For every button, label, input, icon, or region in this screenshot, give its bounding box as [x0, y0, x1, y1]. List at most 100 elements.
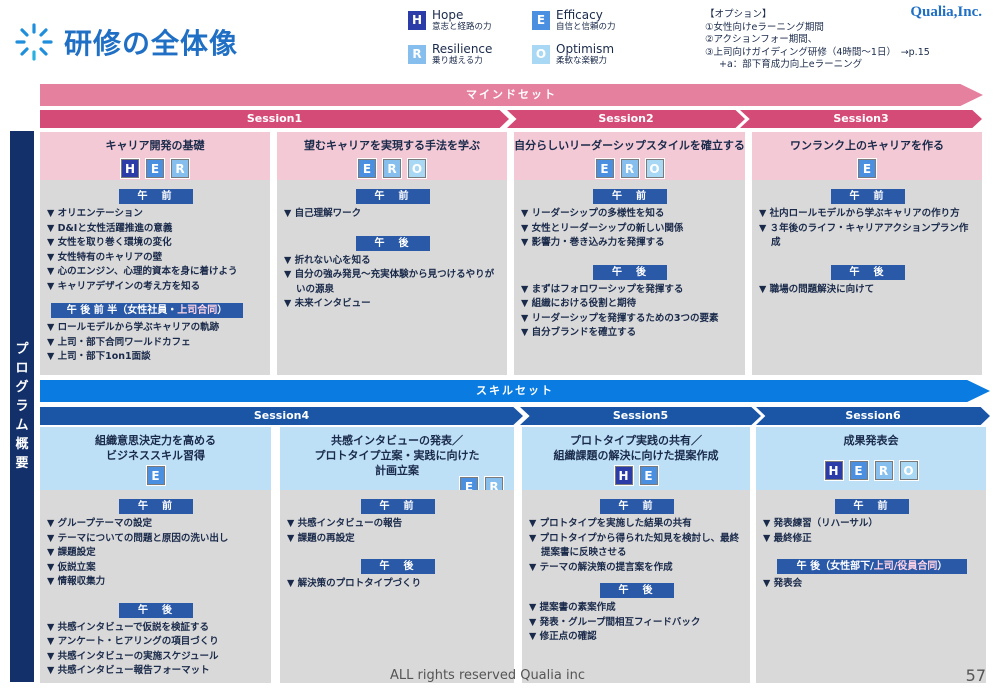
- card-head: 共感インタビューの発表／ プロトタイプ立案・実践に向けた 計画立案 E R: [280, 427, 514, 497]
- session1-arrow: Session1: [40, 110, 509, 128]
- card-head: 自分らしいリーダーシップスタイルを確立する E R O: [514, 132, 745, 180]
- list-item: 共感インタビュー報告フォーマット: [47, 664, 265, 679]
- card-body: 午 前 リーダーシップの多様性を知る 女性とリーダーシップの新しい関係 影響力・…: [514, 180, 745, 375]
- legend-resilience-en: Resilience: [432, 42, 493, 56]
- list-item: 社内ロールモデルから学ぶキャリアの作り方: [759, 207, 976, 222]
- list-item: ロールモデルから学ぶキャリアの軌跡: [47, 321, 264, 336]
- list-item: 発表練習（リハーサル）: [763, 517, 980, 532]
- list-item: テーマの解決策の提言案を作成: [529, 561, 744, 576]
- card-tags: E: [40, 465, 271, 486]
- session6-arrow: Session6: [756, 407, 990, 425]
- legend-optimism-box: O: [532, 45, 550, 64]
- side-char: 要: [15, 456, 29, 471]
- legend-hope-en: Hope: [432, 8, 464, 22]
- card-head: 望むキャリアを実現する手法を学ぶ E R O: [277, 132, 507, 180]
- section-morning: 午 前: [118, 189, 193, 204]
- options-note: 【オプション】 ①女性向けeラーニング期間 ②アクションフォー期間、 ③上司向け…: [705, 9, 930, 72]
- card-tags: E: [752, 158, 982, 179]
- options-line: ③上司向けガイディング研修（4時間～1日） →p.15: [705, 46, 930, 58]
- legend-efficacy-box: E: [532, 11, 550, 30]
- section-afternoon: 午 後: [593, 264, 667, 280]
- side-char: ム: [15, 418, 29, 433]
- list-item: 仮説立案: [47, 561, 265, 576]
- list-item: 提案書の素案作成: [529, 601, 744, 616]
- tag-optimism: O: [407, 158, 427, 179]
- card-tags: H E R O: [756, 460, 986, 481]
- card-tags: H E: [522, 465, 750, 486]
- card-body: 午 前 自己理解ワーク 午 後 折れない心を知る 自分の強み発見～充実体験から見…: [277, 180, 507, 375]
- tag-efficacy: E: [145, 465, 166, 486]
- section-morning: 午 前: [593, 189, 667, 204]
- tag-hope: H: [120, 158, 140, 179]
- list-item: 折れない心を知る: [284, 254, 501, 269]
- list-item: 組織における役割と期待: [521, 297, 739, 312]
- section-label-highlight: 上司合同: [177, 305, 218, 316]
- list-item: プロトタイプから得られた知見を検討し、最終提案書に反映させる: [529, 532, 744, 561]
- list-item: 職場の問題解決に向けて: [759, 283, 976, 298]
- section-morning: 午 前: [355, 189, 430, 204]
- session5-arrow: Session5: [520, 407, 761, 425]
- mindset-card-1: キャリア開発の基礎 H E R 午 前 オリエンテーション D&Iと女性活躍推進…: [40, 132, 270, 375]
- side-char: ラ: [15, 399, 29, 414]
- list-item: 未来インタビュー: [284, 297, 501, 312]
- section-morning: 午 前: [834, 499, 909, 514]
- list-item: 修正点の確認: [529, 630, 744, 645]
- list-item: 共感インタビューの報告: [287, 517, 508, 532]
- list-item: 心のエンジン、心理的資本を身に着けよう: [47, 265, 264, 280]
- mindset-band: マインドセット: [40, 84, 983, 106]
- legend-optimism-jp: 柔軟な楽観力: [556, 56, 608, 66]
- mindset-card-4: ワンランク上のキャリアを作る E 午 前 社内ロールモデルから学ぶキャリアの作り…: [752, 132, 982, 375]
- tag-efficacy: E: [594, 158, 615, 179]
- section-afternoon: 午 後: [599, 583, 674, 598]
- options-line: ②アクションフォー期間、: [705, 34, 818, 45]
- card-tags: E R O: [514, 158, 745, 179]
- tag-efficacy: E: [857, 158, 877, 179]
- list-item: 共感インタビューで仮説を検証する: [47, 621, 265, 636]
- section-label-highlight: 上司/役員合同: [873, 561, 938, 572]
- section-morning: 午 前: [599, 499, 674, 514]
- card-title: ワンランク上のキャリアを作る: [790, 139, 944, 152]
- list-item: リーダーシップを発揮するための3つの要素: [521, 312, 739, 327]
- legend-efficacy-jp: 自信と信頼の力: [556, 22, 616, 32]
- section-afternoon: 午 後: [830, 264, 905, 280]
- tag-optimism: O: [644, 158, 665, 179]
- tag-resilience: R: [170, 158, 190, 179]
- session4-arrow: Session4: [40, 407, 523, 425]
- section-morning: 午 前: [119, 499, 193, 514]
- list-item: キャリアデザインの考え方を知る: [47, 280, 264, 295]
- card-body: 午 前 共感インタビューの報告 課題の再設定 午 後 解決策のプロトタイプづくり: [280, 490, 514, 683]
- tag-resilience: R: [873, 460, 894, 481]
- list-item: リーダーシップの多様性を知る: [521, 207, 739, 222]
- card-title: キャリア開発の基礎: [105, 139, 205, 152]
- list-item: 情報収集力: [47, 575, 265, 590]
- card-head: キャリア開発の基礎 H E R: [40, 132, 270, 180]
- session2-arrow: Session2: [507, 110, 745, 128]
- tag-efficacy: E: [145, 158, 165, 179]
- brand-logo: Qualia,Inc.: [910, 4, 982, 20]
- list-item: 課題設定: [47, 546, 265, 561]
- list-item: 自己理解ワーク: [284, 207, 501, 222]
- tag-resilience: R: [619, 158, 640, 179]
- legend-resilience-box: R: [408, 45, 426, 64]
- side-char: グ: [15, 380, 29, 395]
- card-tags: H E R: [40, 158, 270, 179]
- list-item: 発表会: [763, 577, 980, 592]
- copyright-footer: ALL rights reserved Qualia inc: [390, 668, 585, 683]
- list-item: 影響力・巻き込み力を発揮する: [521, 236, 739, 251]
- tag-hope: H: [613, 465, 634, 486]
- list-item: D&Iと女性活躍推進の意義: [47, 222, 264, 237]
- page-number: 57: [965, 666, 986, 685]
- section-afternoon-first: 午 後 前 半（女性社員・上司合同）: [51, 303, 243, 318]
- page-title-wrap: 研修の全体像: [14, 22, 238, 62]
- list-item: ３年後のライフ・キャリアアクションプラン作成: [759, 222, 976, 251]
- burst-icon: [15, 23, 53, 61]
- list-item: 共感インタビューの実施スケジュール: [47, 650, 265, 665]
- card-body: 午 前 プロトタイプを実施した結果の共有 プロトタイプから得られた知見を検討し、…: [522, 490, 750, 683]
- side-char: ロ: [15, 361, 29, 376]
- card-title: 自分らしいリーダーシップスタイルを確立する: [514, 139, 745, 152]
- list-item: 上司・部下1on1面談: [47, 350, 264, 365]
